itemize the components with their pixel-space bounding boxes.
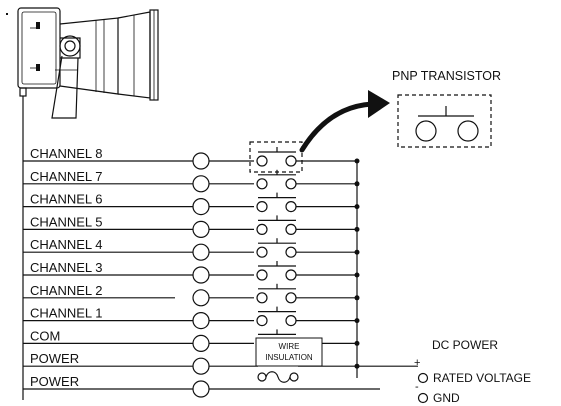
terminal-circle	[192, 243, 210, 261]
highlight-box	[249, 141, 303, 173]
transistor-symbol-icon	[397, 94, 492, 148]
terminal-circle	[192, 220, 210, 238]
contact-switch	[256, 147, 297, 167]
horn-speaker-icon	[6, 7, 159, 119]
fuse-icon	[257, 371, 299, 383]
terminal-circle	[192, 334, 210, 352]
plus-sign: +	[414, 357, 420, 369]
terminal-circle	[192, 380, 210, 398]
wire-insulation-label-line1: WIRE	[279, 342, 300, 351]
wire-insulation-label-line2: INSULATION	[265, 353, 313, 362]
terminal-circle	[192, 357, 210, 375]
wire-label: POWER	[30, 351, 79, 366]
terminal-circle	[192, 289, 210, 307]
curved-arrow-icon	[299, 90, 390, 153]
contact-switch	[256, 238, 297, 258]
terminal-circle	[192, 198, 210, 216]
dc-power-label: DC POWER	[432, 338, 498, 352]
wire-label: CHANNEL 3	[30, 260, 102, 275]
contact-switch	[256, 192, 297, 213]
wire-label: CHANNEL 8	[30, 146, 102, 161]
contact-switch	[256, 215, 297, 235]
rated-voltage-label: RATED VOLTAGE	[433, 371, 531, 385]
wire-label: CHANNEL 2	[30, 283, 102, 298]
minus-sign: -	[415, 381, 419, 393]
wire-label: COM	[30, 328, 60, 343]
wire-insulation-box: WIRE INSULATION	[255, 337, 323, 367]
gnd-label: GND	[433, 391, 460, 405]
contact-switch	[256, 283, 297, 304]
rated-voltage-terminal	[417, 372, 429, 384]
gnd-terminal	[417, 392, 429, 404]
contact-switch	[256, 169, 297, 190]
wire-label: CHANNEL 5	[30, 214, 102, 229]
terminal-circle	[192, 312, 210, 330]
terminal-circle	[192, 266, 210, 284]
contact-switch	[256, 306, 297, 327]
wire-label: CHANNEL 6	[30, 192, 102, 207]
contact-switch	[256, 261, 297, 281]
wire-label: CHANNEL 1	[30, 306, 102, 321]
terminal-circle	[192, 152, 210, 170]
wire-label: CHANNEL 4	[30, 237, 102, 252]
wire-label: POWER	[30, 374, 79, 389]
pnp-transistor-label: PNP TRANSISTOR	[392, 69, 501, 83]
wire-list: CHANNEL 8 CHANNEL 7 CHANNEL 6 CHANNEL 5 CHAN…	[23, 146, 210, 398]
wire-label: CHANNEL 7	[30, 169, 102, 184]
terminal-circle	[192, 175, 210, 193]
